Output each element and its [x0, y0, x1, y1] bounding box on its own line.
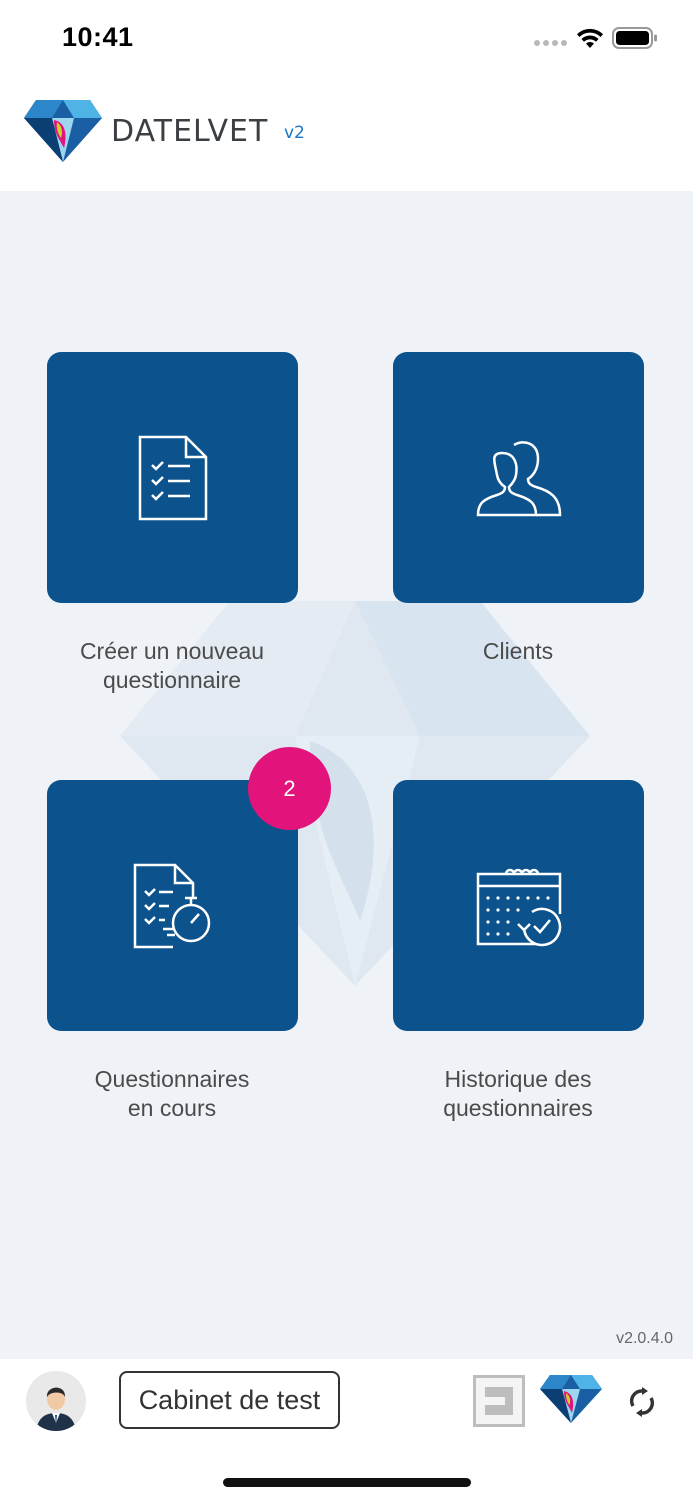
cabinet-selector-button[interactable]: Cabinet de test — [119, 1371, 340, 1429]
user-avatar-icon — [26, 1371, 86, 1431]
users-icon — [476, 440, 561, 516]
app-header: DATELVET v2 — [0, 80, 693, 191]
questionnaire-history-tile[interactable] — [393, 780, 644, 1031]
companion-app-icon[interactable] — [473, 1375, 525, 1427]
cellular-signal-icon — [534, 40, 568, 48]
clients-label: Clients — [482, 638, 554, 664]
brand-version-tag: v2 — [284, 123, 305, 143]
clients-tile[interactable] — [393, 352, 644, 603]
brand-name: DATELVET — [111, 114, 269, 149]
app-version: v2.0.4.0 — [616, 1330, 673, 1347]
home-indicator[interactable] — [223, 1478, 471, 1487]
home-dashboard: Créer un nouveau questionnaire Clients Q… — [0, 191, 693, 1359]
in-progress-count-badge: 2 — [248, 747, 331, 830]
status-bar: 10:41 — [0, 0, 693, 80]
create-questionnaire-label: Créer un nouveau questionnaire — [79, 638, 265, 693]
sync-icon[interactable] — [626, 1386, 658, 1418]
gem-watermark-icon — [120, 601, 590, 986]
datelvet-logo-icon — [24, 100, 102, 162]
calendar-history-icon — [476, 868, 561, 946]
in-progress-questionnaires-tile[interactable] — [47, 780, 298, 1031]
status-time: 10:41 — [62, 22, 134, 52]
bottom-bar: Cabinet de test — [0, 1359, 693, 1500]
user-avatar[interactable] — [26, 1371, 86, 1431]
wifi-icon — [577, 28, 603, 48]
create-questionnaire-tile[interactable] — [47, 352, 298, 603]
datelvet-app-icon[interactable] — [540, 1373, 602, 1425]
checklist-document-icon — [138, 435, 207, 520]
checklist-stopwatch-icon — [133, 863, 210, 948]
battery-icon — [612, 27, 657, 49]
questionnaire-history-label: Historique des questionnaires — [443, 1066, 593, 1121]
in-progress-questionnaires-label: Questionnaires en cours — [94, 1066, 250, 1121]
